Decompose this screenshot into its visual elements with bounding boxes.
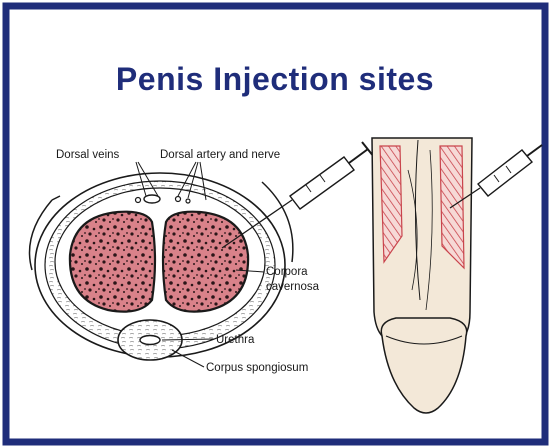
corpus-cavernosum-right (163, 212, 248, 312)
label-corpora-cavernosa-line1: Corpora (266, 266, 308, 278)
label-dorsal-artery-nerve: Dorsal artery and nerve (160, 149, 280, 161)
label-urethra: Urethra (216, 334, 255, 346)
dorsal-artery-left (136, 198, 141, 203)
dorsal-nerve (186, 199, 190, 203)
label-corpora-cavernosa-line2: cavernosa (266, 281, 320, 293)
corpus-cavernosum-left (70, 212, 155, 312)
label-dorsal-veins: Dorsal veins (56, 149, 120, 161)
urethra (140, 336, 160, 345)
dorsal-artery-right (176, 197, 181, 202)
label-corpus-spongiosum: Corpus spongiosum (206, 362, 308, 374)
diagram-title: Penis Injection sites (116, 61, 434, 97)
